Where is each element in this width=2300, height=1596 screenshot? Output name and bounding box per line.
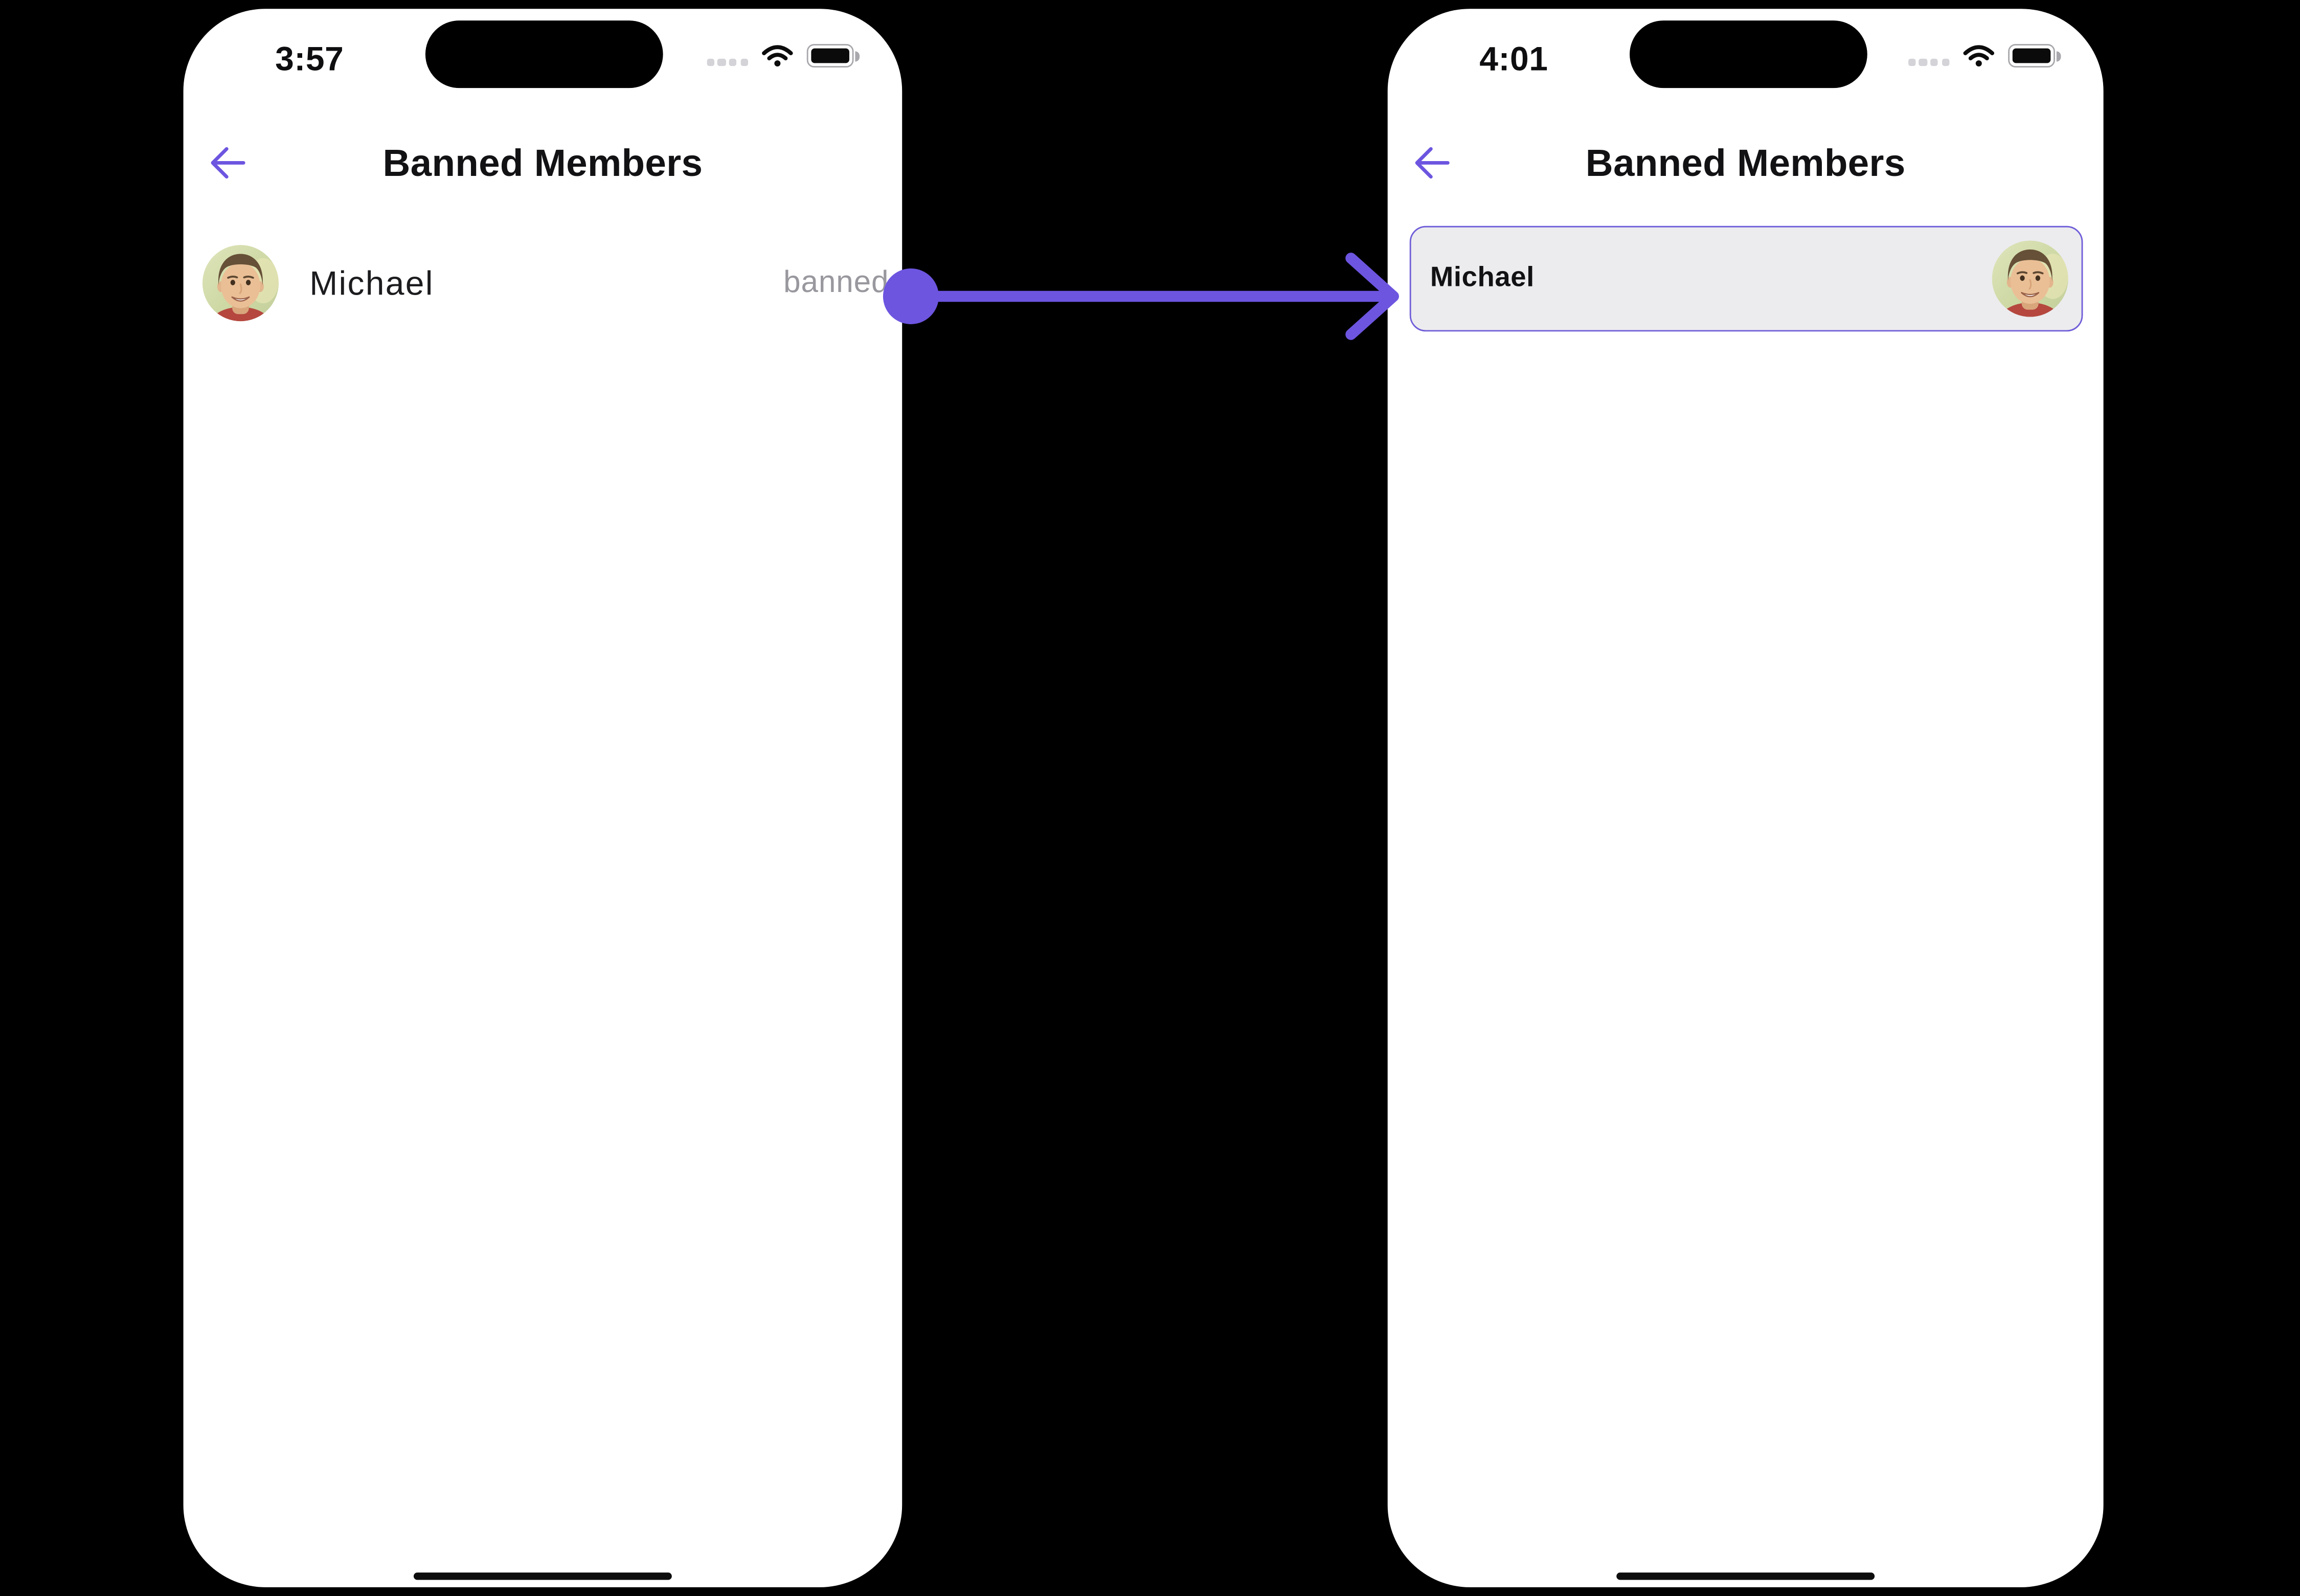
phone-after: 4:01 Banned Members Michael xyxy=(1387,9,2104,1587)
member-name: Michael xyxy=(309,263,434,302)
back-button[interactable] xyxy=(207,142,247,183)
dynamic-island xyxy=(425,20,663,88)
page-title: Banned Members xyxy=(382,141,703,185)
home-indicator[interactable] xyxy=(1616,1571,1875,1580)
arrow-left-icon xyxy=(211,147,245,179)
wifi-icon xyxy=(1963,45,1995,67)
transition-arrow-icon xyxy=(883,253,1399,340)
battery-icon xyxy=(2008,44,2061,68)
back-button[interactable] xyxy=(1411,142,1452,183)
battery-icon xyxy=(806,44,859,68)
arrow-left-icon xyxy=(1415,147,1450,179)
member-name: Michael xyxy=(1430,262,1535,294)
banned-member-row[interactable]: Michael banned xyxy=(184,245,903,322)
banned-member-card[interactable]: Michael xyxy=(1409,226,2083,332)
status-icons xyxy=(1908,44,2061,68)
cellular-dots-icon xyxy=(707,58,748,68)
home-indicator[interactable] xyxy=(413,1571,672,1580)
phone-before: 3:57 Banned Members xyxy=(183,9,903,1587)
status-time: 4:01 xyxy=(1479,39,1548,78)
cellular-dots-icon xyxy=(1908,58,1950,68)
banned-status-badge: banned xyxy=(783,265,889,300)
wifi-icon xyxy=(762,45,793,67)
dynamic-island xyxy=(1630,20,1867,88)
status-time: 3:57 xyxy=(275,39,344,78)
status-icons xyxy=(707,44,859,68)
person-avatar xyxy=(1992,240,2068,317)
person-avatar xyxy=(202,245,279,322)
page-title: Banned Members xyxy=(1585,141,1906,185)
